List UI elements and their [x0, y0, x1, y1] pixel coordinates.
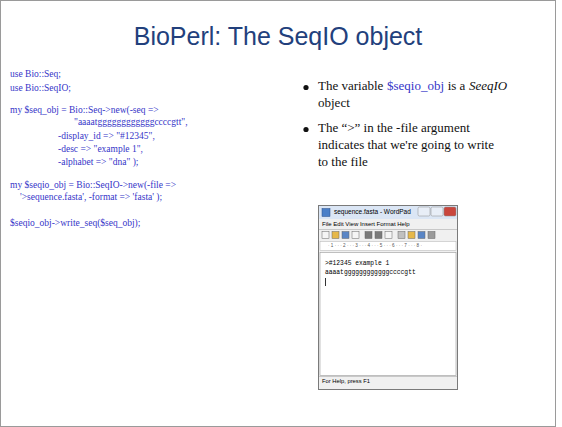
code-line: my $seqio_obj = Bio::SeqIO->new(-file => [10, 180, 176, 191]
code-line: "aaaatggggggggggggccccgtt", [74, 117, 188, 128]
ruler-scale: · 1 · · · 2 · · · 3 · · · 4 · · · 5 · · … [328, 243, 422, 248]
code-line: $seqio_obj->write_seq($seq_obj); [10, 218, 140, 229]
bullet-dot [303, 85, 308, 90]
wordpad-window: sequence.fasta - WordPadFile Edit View I… [318, 205, 458, 390]
code-line: use Bio::Seq; [10, 69, 61, 80]
document-line: aaaatggggggggggggccccgtt [325, 269, 416, 276]
code-line: my $seq_obj = Bio::Seq->new(-seq => [10, 105, 159, 116]
code-line: use Bio::SeqIO; [10, 83, 71, 94]
code-line: -desc => "example 1", [58, 144, 143, 155]
window-title: sequence.fasta - WordPad [334, 208, 411, 215]
code-line: '>sequence.fasta', -format => 'fasta' ); [20, 192, 162, 203]
bullet-text: is a [448, 78, 466, 95]
bullet-dot [303, 127, 308, 132]
bullet-text: object [318, 95, 350, 112]
bullet-text: $seqio_obj [387, 78, 444, 95]
code-line: -display_id => "#12345", [58, 131, 155, 142]
bullet-text: SeeqIO [469, 78, 507, 95]
window-chrome [318, 205, 458, 390]
menu-bar: File Edit View Insert Format Help [322, 221, 410, 227]
document-line: >#12345 example 1 [325, 260, 389, 267]
code-line: -alphabet => "dna" ); [58, 157, 138, 168]
bullet-text: The variable [318, 78, 383, 95]
bullet-item: The “>” in the -file argument indicates … [318, 120, 498, 171]
bullet-text: The “>” in the -file argument indicates … [318, 120, 494, 169]
bullet-item: The variable$seqio_objis aSeeqIO object [318, 78, 528, 112]
status-text: For Help, press F1 [322, 378, 370, 384]
slide-title: BioPerl: The SeqIO object [0, 22, 556, 51]
